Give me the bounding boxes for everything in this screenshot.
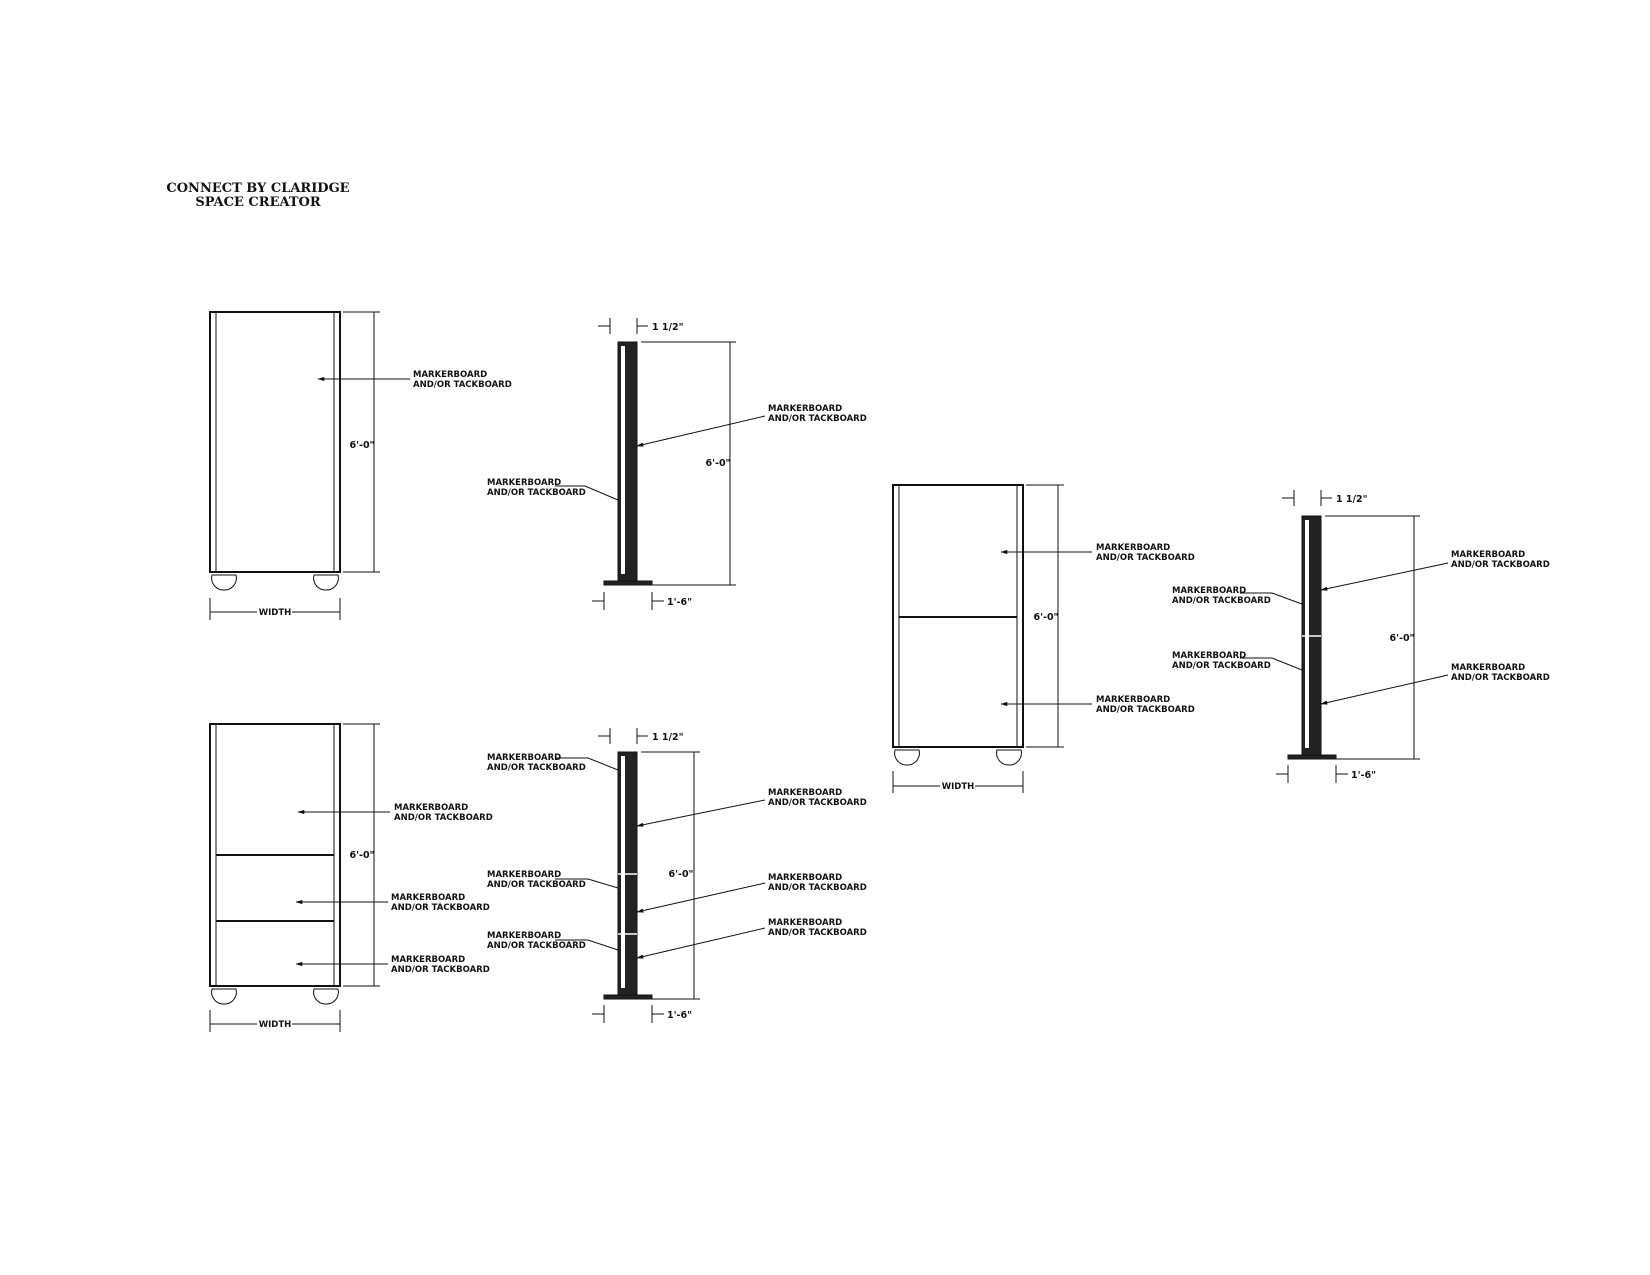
svg-text:AND/OR TACKBOARD: AND/OR TACKBOARD [1451,560,1550,570]
svg-text:MARKERBOARD: MARKERBOARD [1172,651,1246,661]
elevation-three-panels: 6'-0" WIDTH MARKERBOARD AND/OR TACKBOARD… [209,723,493,1032]
width-dimension: WIDTH [942,782,975,792]
callout-label-top: MARKERBOARD [413,370,487,380]
width-dimension: WIDTH [259,608,292,618]
thickness-dimension: 1 1/2" [1336,494,1368,505]
svg-text:AND/OR TACKBOARD: AND/OR TACKBOARD [1096,705,1195,715]
base-dimension: 1'-6" [667,597,692,608]
svg-text:MARKERBOARD: MARKERBOARD [1096,695,1170,705]
svg-text:MARKERBOARD: MARKERBOARD [1451,550,1525,560]
height-dimension: 6'-0" [705,458,730,469]
section-three-panels: 1 1/2" 6'-0" 1'-6" MARKERBOARD AND/OR TA… [487,728,867,1023]
section-two-panels: 1 1/2" 6'-0" 1'-6" MARKERBOARD AND/OR TA… [1172,490,1550,783]
svg-text:AND/OR TACKBOARD: AND/OR TACKBOARD [394,813,493,823]
thickness-dimension: 1 1/2" [652,322,684,333]
svg-text:AND/OR TACKBOARD: AND/OR TACKBOARD [1096,553,1195,563]
base-plate [603,580,653,586]
svg-text:MARKERBOARD: MARKERBOARD [1172,586,1246,596]
post [617,341,638,583]
title-line-2: SPACE CREATOR [195,195,321,210]
svg-text:AND/OR TACKBOARD: AND/OR TACKBOARD [1172,596,1271,606]
svg-text:AND/OR TACKBOARD: AND/OR TACKBOARD [391,903,490,913]
svg-text:AND/OR TACKBOARD: AND/OR TACKBOARD [768,928,867,938]
height-dimension: 6'-0" [668,869,693,880]
svg-text:MARKERBOARD: MARKERBOARD [768,404,842,414]
svg-text:MARKERBOARD: MARKERBOARD [487,478,561,488]
svg-text:AND/OR TACKBOARD: AND/OR TACKBOARD [1172,661,1271,671]
svg-text:AND/OR TACKBOARD: AND/OR TACKBOARD [768,883,867,893]
svg-text:MARKERBOARD: MARKERBOARD [487,870,561,880]
height-dimension: 6'-0" [1389,633,1414,644]
svg-text:MARKERBOARD: MARKERBOARD [391,955,465,965]
height-dimension: 6'-0" [349,440,374,451]
svg-text:MARKERBOARD: MARKERBOARD [1451,663,1525,673]
svg-text:AND/OR TACKBOARD: AND/OR TACKBOARD [1451,673,1550,683]
svg-text:AND/OR TACKBOARD: AND/OR TACKBOARD [391,965,490,975]
svg-text:MARKERBOARD: MARKERBOARD [1096,543,1170,553]
callout-label-bottom: AND/OR TACKBOARD [413,380,512,390]
svg-text:AND/OR TACKBOARD: AND/OR TACKBOARD [487,880,586,890]
svg-text:MARKERBOARD: MARKERBOARD [487,931,561,941]
thickness-dimension: 1 1/2" [652,732,684,743]
svg-text:MARKERBOARD: MARKERBOARD [394,803,468,813]
base-dimension: 1'-6" [1351,770,1376,781]
svg-text:MARKERBOARD: MARKERBOARD [768,918,842,928]
section-single-panel: 1 1/2" 6'-0" 1'-6" MARKERBOARD AND/OR TA… [487,318,867,610]
panel-frame [209,311,341,573]
width-dimension: WIDTH [259,1020,292,1030]
svg-text:MARKERBOARD: MARKERBOARD [391,893,465,903]
foot-left [211,574,237,591]
svg-text:MARKERBOARD: MARKERBOARD [768,873,842,883]
svg-text:MARKERBOARD: MARKERBOARD [768,788,842,798]
svg-text:AND/OR TACKBOARD: AND/OR TACKBOARD [487,488,586,498]
svg-text:AND/OR TACKBOARD: AND/OR TACKBOARD [487,941,586,951]
height-dimension: 6'-0" [1033,612,1058,623]
svg-text:AND/OR TACKBOARD: AND/OR TACKBOARD [768,414,867,424]
svg-text:AND/OR TACKBOARD: AND/OR TACKBOARD [487,763,586,773]
title-line-1: CONNECT BY CLARIDGE [166,181,349,196]
svg-text:MARKERBOARD: MARKERBOARD [487,753,561,763]
base-dimension: 1'-6" [667,1010,692,1021]
height-dimension: 6'-0" [349,850,374,861]
elevation-two-panels: 6'-0" WIDTH MARKERBOARD AND/OR TACKBOARD… [892,484,1195,793]
foot-right [313,574,339,591]
elevation-single-panel: 6'-0" WIDTH MARKERBOARD AND/OR TACKBOARD [209,311,512,620]
svg-text:AND/OR TACKBOARD: AND/OR TACKBOARD [768,798,867,808]
